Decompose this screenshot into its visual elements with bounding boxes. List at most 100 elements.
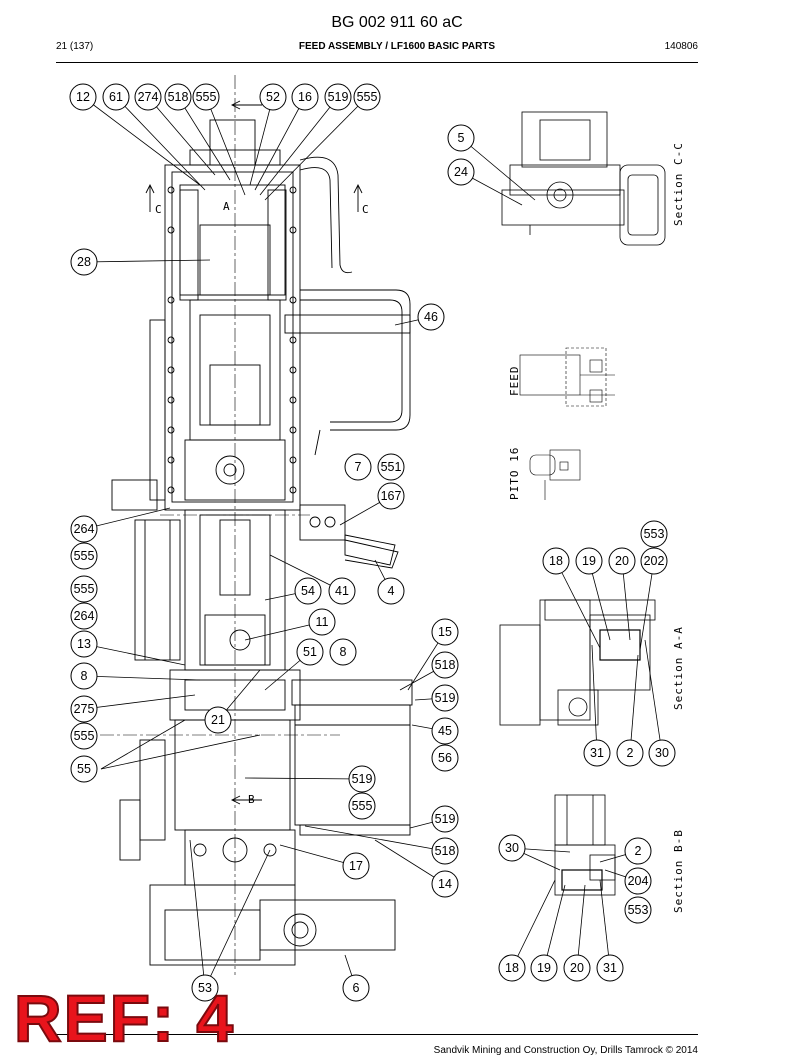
svg-text:519: 519 (435, 691, 456, 705)
svg-text:5: 5 (458, 131, 465, 145)
svg-text:21: 21 (211, 713, 225, 727)
callout-274: 274 (134, 83, 162, 111)
callout-11: 11 (308, 608, 336, 636)
callout-275: 275 (70, 695, 98, 723)
section-a-a-view (499, 599, 656, 726)
svg-text:555: 555 (74, 582, 95, 596)
svg-text:19: 19 (582, 554, 596, 568)
svg-text:555: 555 (352, 799, 373, 813)
callout-12: 12 (69, 83, 97, 111)
callout-8: 8 (329, 638, 357, 666)
callout-553: 553 (640, 520, 668, 548)
callout-202: 202 (640, 547, 668, 575)
callout-4: 4 (377, 577, 405, 605)
svg-text:275: 275 (74, 702, 95, 716)
svg-text:264: 264 (74, 522, 95, 536)
svg-text:12: 12 (76, 90, 90, 104)
callout-31: 31 (596, 954, 624, 982)
callout-553: 553 (624, 896, 652, 924)
document-number: BG 002 911 60 aC (331, 14, 463, 31)
svg-text:264: 264 (74, 609, 95, 623)
view-mark-c-right: C (362, 203, 370, 216)
pito-label: PITO 16 (508, 447, 521, 500)
svg-text:8: 8 (340, 645, 347, 659)
callout-30: 30 (498, 834, 526, 862)
view-mark-a: A (223, 200, 231, 213)
page-number: 21 (137) (56, 41, 94, 52)
svg-text:28: 28 (77, 255, 91, 269)
svg-text:16: 16 (298, 90, 312, 104)
svg-text:56: 56 (438, 751, 452, 765)
svg-text:555: 555 (74, 549, 95, 563)
callout-20: 20 (563, 954, 591, 982)
callout-555: 555 (70, 722, 98, 750)
callout-8: 8 (70, 662, 98, 690)
part-callouts: 12 61 274 518 555 52 16 519 555 5 24 28 … (69, 83, 676, 1002)
callout-519: 519 (324, 83, 352, 111)
callout-24: 24 (447, 158, 475, 186)
svg-text:24: 24 (454, 165, 468, 179)
svg-text:6: 6 (353, 981, 360, 995)
callout-5: 5 (447, 124, 475, 152)
callout-555: 555 (70, 542, 98, 570)
callout-555: 555 (348, 792, 376, 820)
callout-555: 555 (70, 575, 98, 603)
callout-30: 30 (648, 739, 676, 767)
section-b-b-view (554, 794, 616, 896)
svg-text:519: 519 (328, 90, 349, 104)
header-rule (56, 62, 698, 63)
svg-text:553: 553 (628, 903, 649, 917)
callout-18: 18 (498, 954, 526, 982)
svg-text:8: 8 (81, 669, 88, 683)
callout-264: 264 (70, 515, 98, 543)
callout-551: 551 (377, 453, 405, 481)
callout-19: 19 (575, 547, 603, 575)
callout-6: 6 (342, 974, 370, 1002)
callout-31: 31 (583, 739, 611, 767)
callout-14: 14 (431, 870, 459, 898)
svg-text:45: 45 (438, 724, 452, 738)
svg-text:2: 2 (627, 746, 634, 760)
svg-text:555: 555 (357, 90, 378, 104)
svg-text:61: 61 (109, 90, 123, 104)
section-c-c-view (501, 111, 666, 246)
callout-2: 2 (616, 739, 644, 767)
svg-text:30: 30 (655, 746, 669, 760)
callout-13: 13 (70, 630, 98, 658)
page-title: FEED ASSEMBLY / LF1600 BASIC PARTS (298, 41, 496, 52)
callout-519: 519 (431, 805, 459, 833)
callout-19: 19 (530, 954, 558, 982)
svg-text:519: 519 (435, 812, 456, 826)
callout-53: 53 (191, 974, 219, 1002)
callout-28: 28 (70, 248, 98, 276)
svg-text:202: 202 (644, 554, 665, 568)
callout-2: 2 (624, 837, 652, 865)
svg-text:15: 15 (438, 625, 452, 639)
svg-text:54: 54 (301, 584, 315, 598)
svg-text:51: 51 (303, 645, 317, 659)
footer-rule (56, 1034, 698, 1035)
callout-15: 15 (431, 618, 459, 646)
callout-519: 519 (348, 765, 376, 793)
callout-18: 18 (542, 547, 570, 575)
callout-555: 555 (353, 83, 381, 111)
callout-518: 518 (431, 837, 459, 865)
section-a-a-label: Section A-A (672, 626, 685, 710)
section-b-b-label: Section B-B (672, 829, 685, 913)
callout-46: 46 (417, 303, 445, 331)
callout-41: 41 (328, 577, 356, 605)
svg-text:55: 55 (77, 762, 91, 776)
svg-text:518: 518 (168, 90, 189, 104)
callout-17: 17 (342, 852, 370, 880)
section-c-c-label: Section C-C (672, 142, 685, 226)
svg-text:204: 204 (628, 874, 649, 888)
svg-text:167: 167 (381, 489, 402, 503)
svg-text:31: 31 (603, 961, 617, 975)
callout-55: 55 (70, 755, 98, 783)
svg-text:20: 20 (615, 554, 629, 568)
view-mark-c-left: C (155, 203, 163, 216)
callout-167: 167 (377, 482, 405, 510)
callout-519: 519 (431, 684, 459, 712)
callout-518: 518 (164, 83, 192, 111)
